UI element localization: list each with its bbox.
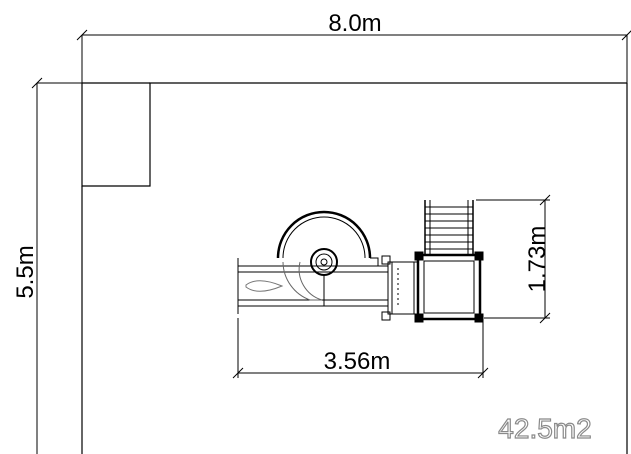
site-boundary — [81, 82, 628, 454]
slide-chute — [237, 258, 389, 314]
equipment-width-dimension — [232, 318, 489, 379]
area-label: 42.5m2 — [498, 413, 591, 444]
play-equipment — [237, 200, 484, 323]
spiral-slide — [276, 210, 379, 306]
tower-deck — [414, 251, 484, 323]
depth-dimension — [31, 77, 82, 454]
width-dimension-label: 8.0m — [328, 10, 381, 37]
ladder — [424, 200, 474, 255]
equipment-depth-label: 1.73m — [524, 226, 551, 293]
depth-dimension-label: 5.5m — [12, 245, 39, 298]
equipment-width-label: 3.56m — [324, 348, 391, 375]
equipment-depth-dimension — [476, 194, 551, 324]
width-dimension — [76, 29, 631, 83]
